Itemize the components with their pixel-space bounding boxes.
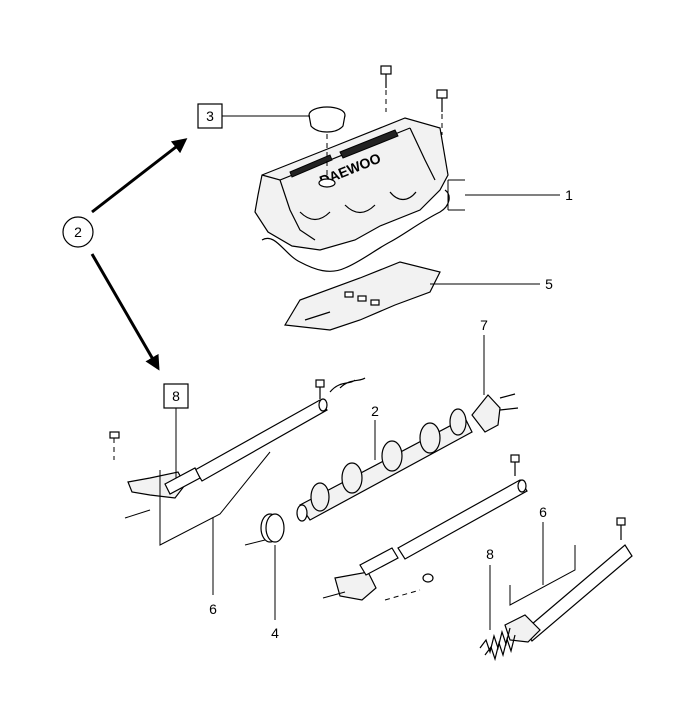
camshaft xyxy=(296,408,473,522)
rocker-shaft-right xyxy=(322,454,528,601)
arrow-to-rocker xyxy=(90,253,160,371)
callout-4-text: 4 xyxy=(271,625,279,641)
cover-gasket xyxy=(261,189,450,272)
callout-3-box xyxy=(197,103,223,129)
callout-5-text: 5 xyxy=(545,276,553,292)
spring-part-8 xyxy=(479,627,516,662)
cover-bolt-right xyxy=(436,89,448,135)
callout-8-box xyxy=(163,383,189,409)
callout-7-text: 7 xyxy=(480,317,488,333)
baffle-plate xyxy=(284,261,441,331)
cylinder-head-cover: DAEWOO xyxy=(254,117,449,251)
rocker-shaft-lower-right xyxy=(479,517,633,662)
callout-3-text: 3 xyxy=(206,108,214,124)
callout-6-left-text: 6 xyxy=(209,601,217,617)
callout-1-text: 1 xyxy=(565,187,573,203)
arrow-to-cap xyxy=(91,138,188,214)
thrust-plate-part-7 xyxy=(471,393,519,433)
callout-6-right-text: 6 xyxy=(539,504,547,520)
callout-8-right-text: 8 xyxy=(486,546,494,562)
rocker-shaft-left xyxy=(109,377,366,519)
callout-2-circle-text: 2 xyxy=(74,224,82,240)
callout-2-circle xyxy=(62,216,94,248)
oil-filler-cap xyxy=(308,106,346,188)
cover-bolt-left xyxy=(380,65,392,112)
leader-6-left-bracket xyxy=(159,451,271,546)
leader-6-right-bracket xyxy=(509,545,576,606)
callout-8-box-text: 8 xyxy=(172,388,180,404)
callout-2-text: 2 xyxy=(371,403,379,419)
camshaft-oil-seal xyxy=(244,513,285,546)
